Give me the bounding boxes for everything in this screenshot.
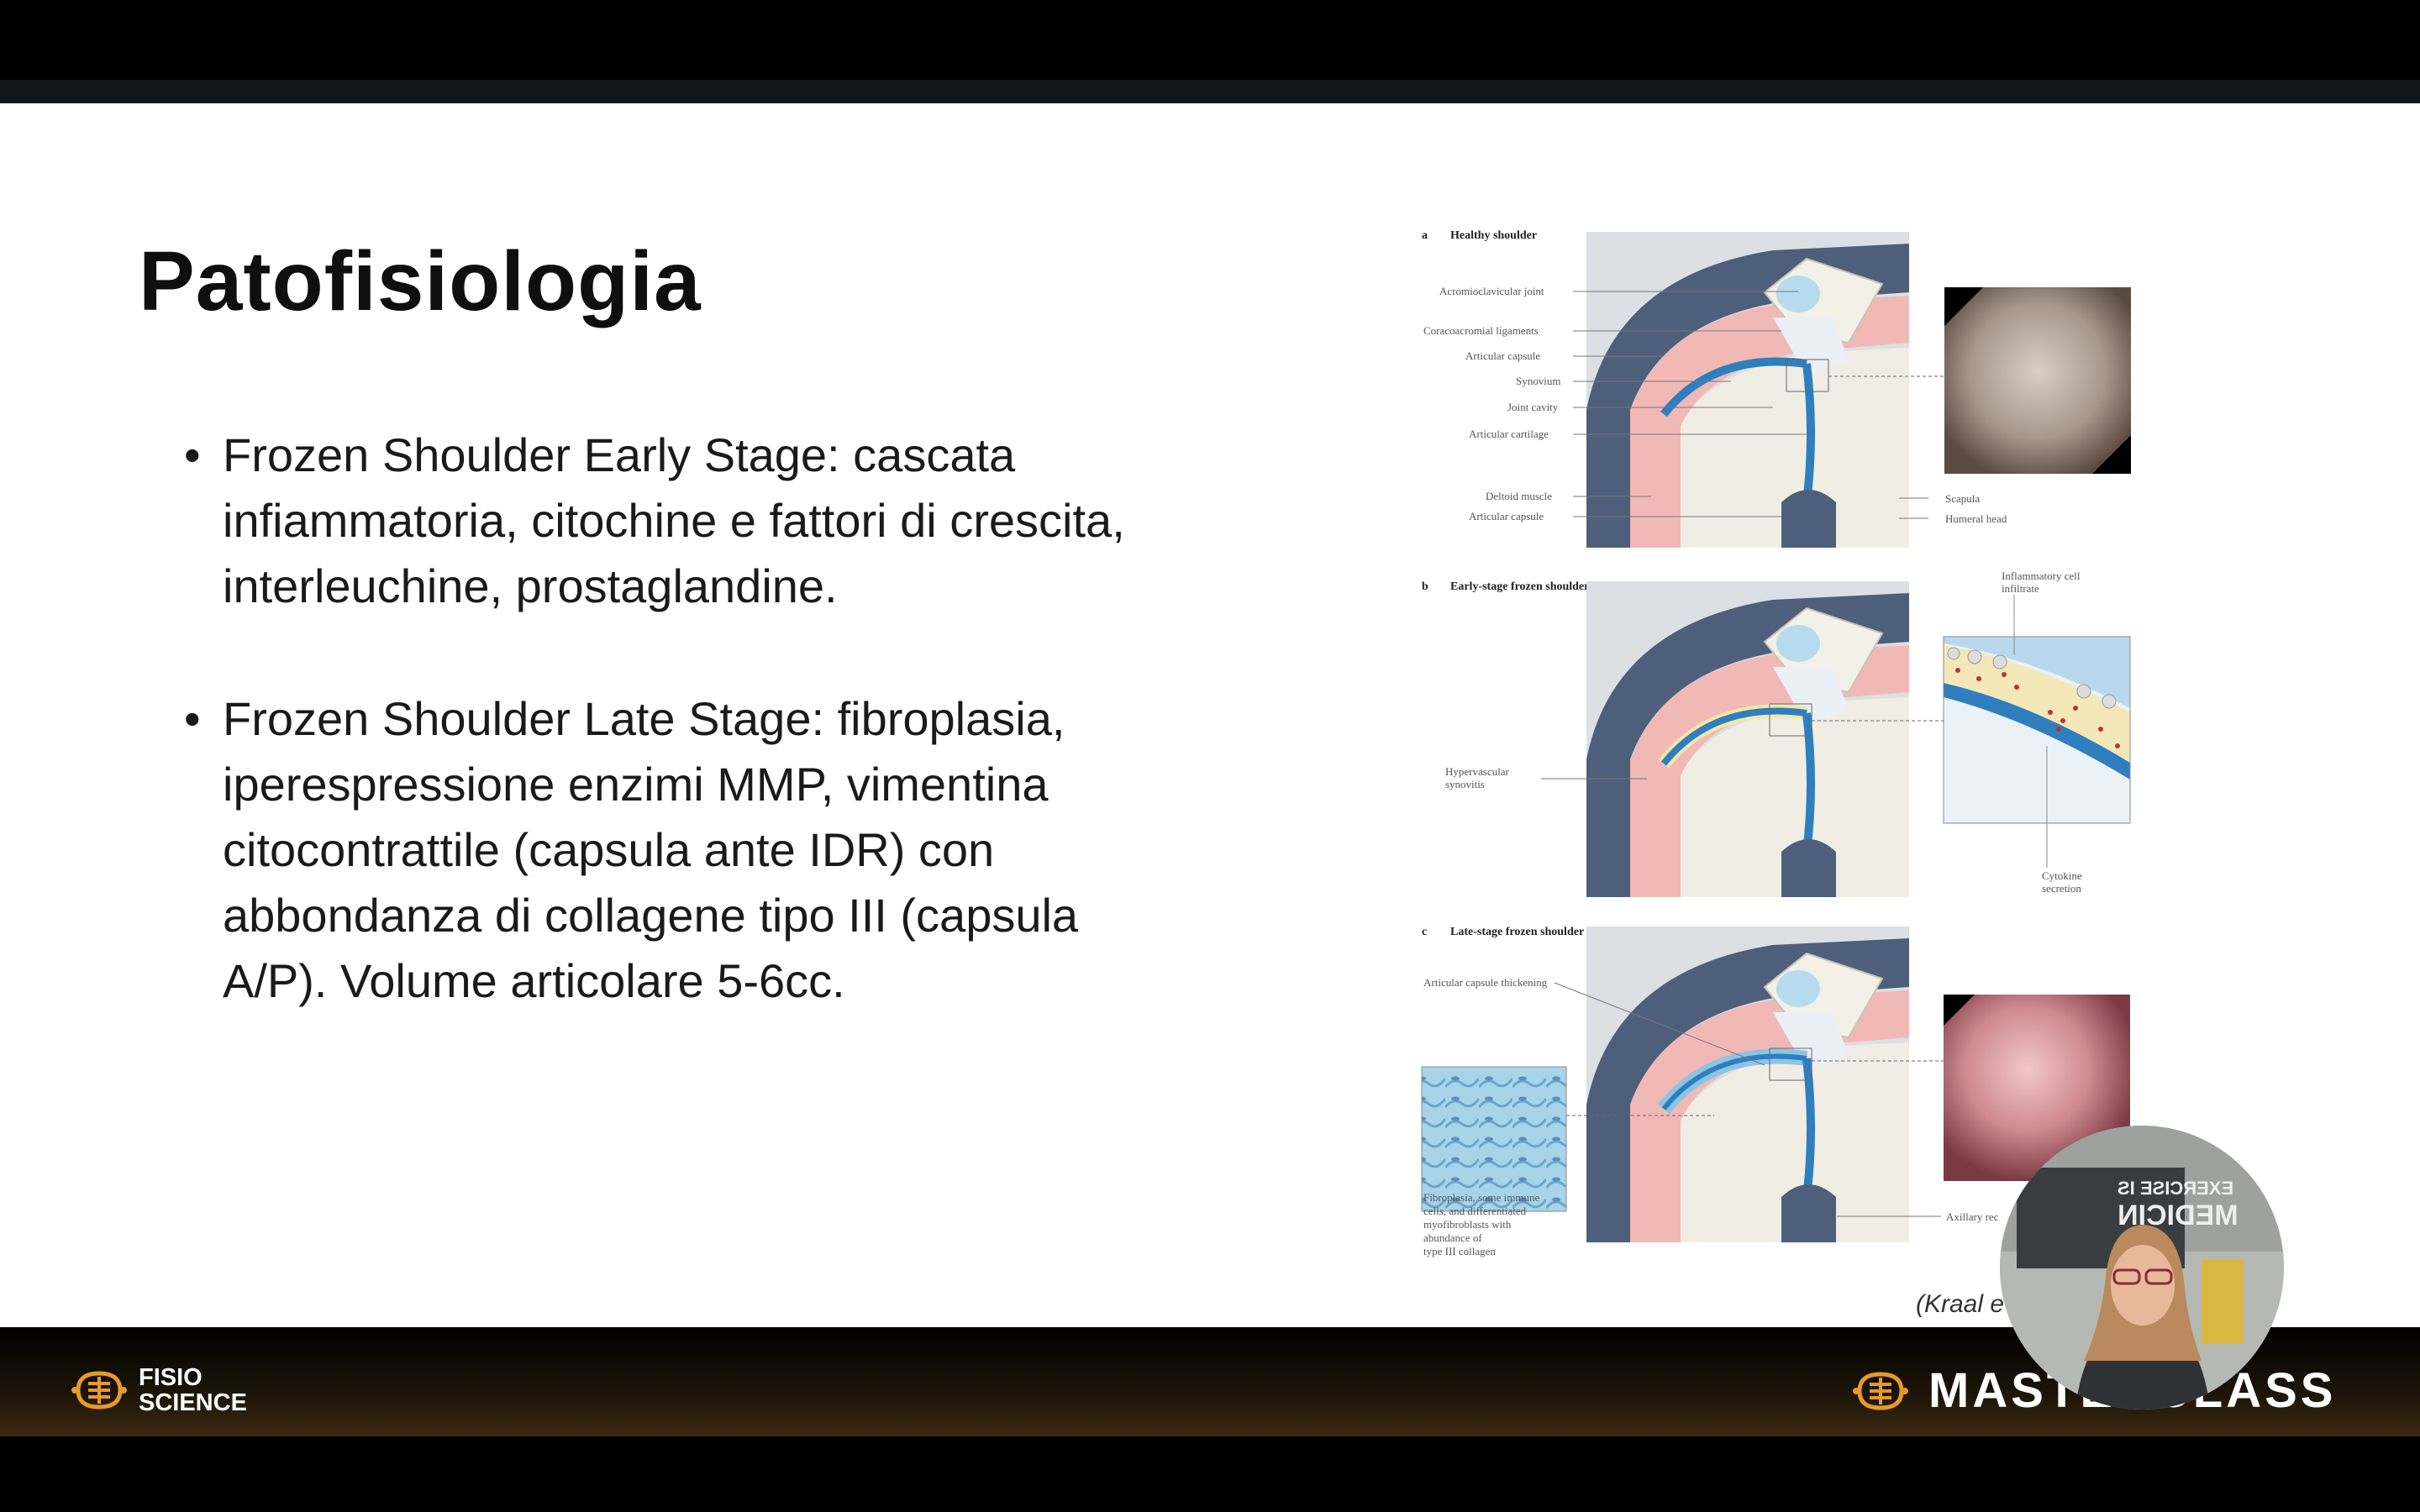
panel-a-arthroscopy-image xyxy=(1944,287,2131,474)
svg-text:Synovium: Synovium xyxy=(1516,375,1560,387)
top-window-strip xyxy=(0,80,2420,103)
svg-text:Humeral head: Humeral head xyxy=(1945,512,2007,525)
svg-text:Cytokine: Cytokine xyxy=(2042,869,2082,882)
brain-logo-icon-right xyxy=(1853,1371,1908,1410)
presenter-webcam: EXERCISE IS MEDICIN xyxy=(2000,1126,2284,1410)
svg-text:Fibroplasia, some immune: Fibroplasia, some immune xyxy=(1423,1191,1540,1204)
svg-text:cells, and differentiated: cells, and differentiated xyxy=(1423,1205,1527,1217)
svg-text:infiltrate: infiltrate xyxy=(2002,582,2039,595)
svg-text:Hypervascular: Hypervascular xyxy=(1445,765,1509,778)
panel-b-shoulder xyxy=(1586,581,1909,897)
shoulder-figure: a Healthy shoulder Acromioclavicular j xyxy=(1412,225,2151,1327)
panel-c-fibroplasia-inset xyxy=(1421,1066,1567,1212)
panel-b-title: Early-stage frozen shoulder xyxy=(1450,580,1589,593)
bullet-list: Frozen Shoulder Early Stage: cascata inf… xyxy=(181,423,1172,1081)
svg-text:Articular capsule: Articular capsule xyxy=(1469,510,1544,522)
shoulder-illustration: a Healthy shoulder Acromioclavicular j xyxy=(1421,229,2131,1257)
svg-text:Articular cartilage: Articular cartilage xyxy=(1469,428,1549,440)
svg-text:Inflammatory cell: Inflammatory cell xyxy=(2002,570,2081,582)
citation: (Kraal e xyxy=(1916,1290,2005,1318)
bottom-black-bar xyxy=(0,1436,2420,1512)
svg-text:Acromioclavicular joint: Acromioclavicular joint xyxy=(1439,285,1544,297)
panel-a-left-labels: Acromioclavicular joint Coracoacromial l… xyxy=(1423,285,1560,522)
panel-b-labels: Inflammatory cell infiltrate Hypervascul… xyxy=(1445,570,2082,895)
panel-a-letter: a xyxy=(1422,229,1428,242)
svg-text:myofibroblasts with: myofibroblasts with xyxy=(1423,1218,1512,1231)
panel-c-title: Late-stage frozen shoulder xyxy=(1450,926,1584,938)
svg-text:synovitis: synovitis xyxy=(1445,778,1485,790)
svg-text:Axillary rec: Axillary rec xyxy=(1946,1210,1999,1223)
svg-text:Articular capsule thickening: Articular capsule thickening xyxy=(1423,976,1548,989)
brand-line-1: FISIO xyxy=(139,1364,203,1391)
presenter-face xyxy=(2111,1245,2175,1326)
svg-text:Coracoacromial ligaments: Coracoacromial ligaments xyxy=(1423,324,1539,337)
svg-text:secretion: secretion xyxy=(2042,882,2081,895)
brand-line-2: SCIENCE xyxy=(139,1389,247,1416)
svg-text:type III collagen: type III collagen xyxy=(1423,1245,1496,1257)
brain-logo-icon xyxy=(71,1371,127,1410)
svg-text:Scapula: Scapula xyxy=(1945,492,1980,505)
presentation-slide: Patofisiologia Frozen Shoulder Early Sta… xyxy=(0,103,2420,1327)
bullet-early-stage: Frozen Shoulder Early Stage: cascata inf… xyxy=(181,423,1172,619)
svg-text:Deltoid muscle: Deltoid muscle xyxy=(1486,490,1552,502)
panel-c-letter: c xyxy=(1422,926,1427,938)
panel-b-letter: b xyxy=(1422,580,1428,593)
sign-line-1: EXERCISE IS xyxy=(2118,1178,2233,1199)
slide-title: Patofisiologia xyxy=(139,234,702,328)
panel-a-title: Healthy shoulder xyxy=(1450,229,1537,242)
svg-text:Articular capsule: Articular capsule xyxy=(1465,349,1540,362)
bullet-late-stage: Frozen Shoulder Late Stage: fibroplasia,… xyxy=(181,686,1172,1014)
panel-b-inset xyxy=(1943,636,2131,824)
fisio-science-logo: FISIO SCIENCE xyxy=(71,1365,247,1415)
svg-text:abundance of: abundance of xyxy=(1423,1231,1482,1244)
panel-a-right-labels: Scapula Humeral head xyxy=(1945,492,2007,525)
panel-c-shoulder xyxy=(1586,927,1909,1242)
panel-c-labels: Articular capsule thickening Fibroplasia… xyxy=(1423,976,1999,1257)
footer-bar xyxy=(0,1327,2420,1436)
svg-text:Joint cavity: Joint cavity xyxy=(1507,401,1559,413)
panel-a-shoulder xyxy=(1586,232,1909,548)
top-black-bar xyxy=(0,0,2420,80)
